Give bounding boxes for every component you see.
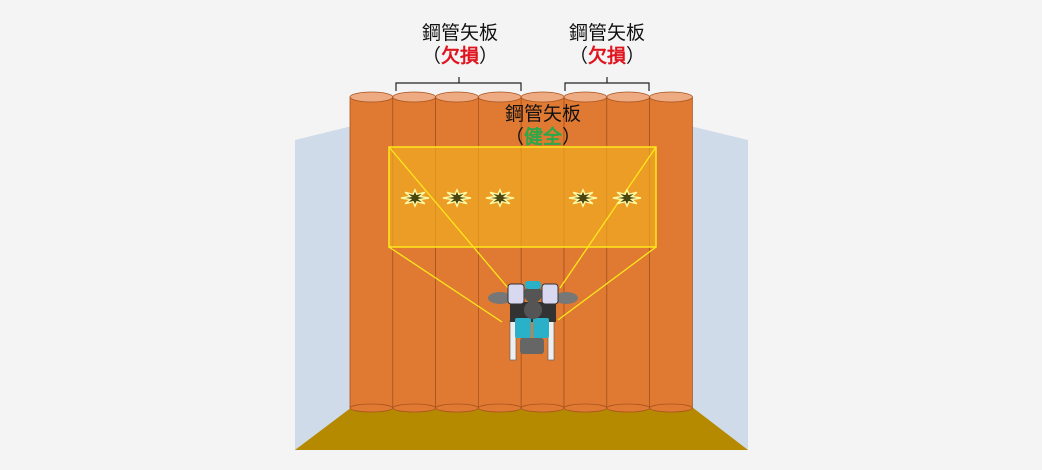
pile-top	[606, 91, 650, 103]
steel-pipe-pile	[435, 91, 479, 413]
damage-mark-icon	[612, 188, 642, 208]
status-healthy: 健全	[523, 126, 562, 148]
left-wall	[295, 126, 352, 450]
damage-marks	[400, 188, 642, 208]
paren-close: ）	[626, 45, 646, 67]
status-damaged: 欠損	[587, 45, 626, 67]
paren-open: （	[421, 45, 441, 67]
label-title: 鋼管矢板	[568, 22, 645, 44]
pile-top	[520, 91, 565, 103]
damage-mark-icon	[400, 188, 430, 208]
label-healthy-center: 鋼管矢板 （健全）	[483, 103, 603, 149]
pile-top	[649, 91, 693, 103]
steel-pipe-pile	[606, 91, 650, 413]
status-damaged: 欠損	[440, 45, 479, 67]
paren-open: （	[568, 45, 588, 67]
steel-pipe-pile	[392, 91, 437, 413]
seabed-floor	[295, 407, 748, 450]
paren-close: ）	[479, 45, 499, 67]
label-damaged-left: 鋼管矢板 （欠損）	[400, 22, 520, 68]
damage-mark-icon	[485, 188, 515, 208]
underwater-robot	[488, 281, 578, 361]
damage-mark-icon	[442, 188, 472, 208]
right-wall	[690, 126, 748, 450]
camera-view-lines	[388, 146, 657, 323]
pile-top	[349, 91, 394, 103]
paren-open: （	[504, 126, 524, 148]
pile-top	[435, 91, 479, 103]
pile-top	[392, 91, 437, 103]
label-title: 鋼管矢板	[421, 22, 498, 44]
pile-top	[563, 91, 608, 103]
steel-pipe-pile	[349, 91, 394, 413]
damage-mark-icon	[568, 188, 598, 208]
paren-close: ）	[562, 126, 582, 148]
bracket-right	[564, 77, 650, 91]
pile-top	[477, 91, 522, 103]
label-damaged-right: 鋼管矢板 （欠損）	[547, 22, 667, 68]
steel-pipe-pile	[649, 91, 693, 413]
label-title: 鋼管矢板	[504, 103, 581, 125]
bracket-left	[395, 77, 522, 91]
inspection-area	[388, 146, 657, 248]
